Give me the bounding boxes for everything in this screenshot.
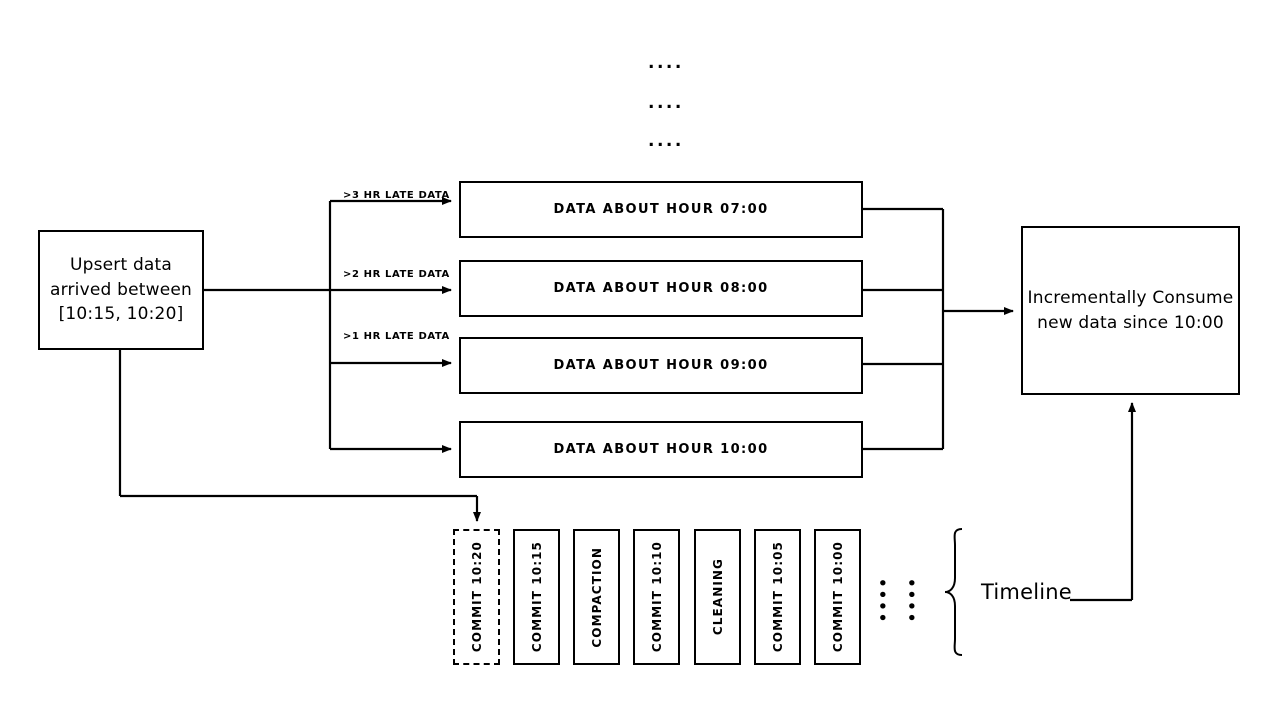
ellipsis-top-2: .... bbox=[648, 93, 684, 113]
consumer-line-2: new data since 10:00 bbox=[1037, 312, 1224, 333]
timeline-item-commit-1005[interactable]: COMMIT 10:05 bbox=[754, 529, 801, 665]
hour-partition-label-10: DATA ABOUT HOUR 10:00 bbox=[553, 442, 769, 457]
consumer-line-1: Incrementally Consume bbox=[1027, 287, 1234, 308]
hour-partition-box-07[interactable]: DATA ABOUT HOUR 07:00 bbox=[459, 181, 863, 238]
timeline-item-cleaning[interactable]: CLEANING bbox=[694, 529, 741, 665]
ellipsis-top-1: .... bbox=[648, 53, 684, 73]
upsert-source-box[interactable]: Upsert data arrived between [10:15, 10:2… bbox=[38, 230, 204, 350]
timeline-item-label: COMMIT 10:05 bbox=[770, 541, 785, 653]
ellipsis-top-3: .... bbox=[648, 131, 684, 151]
hour-partition-box-10[interactable]: DATA ABOUT HOUR 10:00 bbox=[459, 421, 863, 478]
timeline-caption: Timeline bbox=[981, 580, 1072, 604]
edge-label-1hr-late: >1 HR LATE DATA bbox=[343, 331, 450, 342]
hour-partition-box-09[interactable]: DATA ABOUT HOUR 09:00 bbox=[459, 337, 863, 394]
timeline-item-commit-1020[interactable]: COMMIT 10:20 bbox=[453, 529, 500, 665]
edge-label-2hr-late: >2 HR LATE DATA bbox=[343, 269, 450, 280]
upsert-line-2: arrived between bbox=[49, 279, 193, 300]
hour-partition-label-07: DATA ABOUT HOUR 07:00 bbox=[553, 202, 769, 217]
upsert-line-1: Upsert data bbox=[69, 255, 173, 276]
timeline-item-label: COMMIT 10:20 bbox=[469, 541, 484, 653]
timeline-ellipsis-1: •••• bbox=[873, 578, 891, 625]
upsert-line-3: [10:15, 10:20] bbox=[58, 304, 184, 325]
timeline-item-commit-1010[interactable]: COMMIT 10:10 bbox=[633, 529, 680, 665]
hour-partition-label-09: DATA ABOUT HOUR 09:00 bbox=[553, 358, 769, 373]
timeline-item-commit-1015[interactable]: COMMIT 10:15 bbox=[513, 529, 560, 665]
hour-partition-box-08[interactable]: DATA ABOUT HOUR 08:00 bbox=[459, 260, 863, 317]
timeline-item-label: COMMIT 10:15 bbox=[529, 541, 544, 653]
timeline-item-label: COMPACTION bbox=[589, 546, 604, 648]
timeline-brace bbox=[944, 528, 963, 656]
timeline-item-compaction[interactable]: COMPACTION bbox=[573, 529, 620, 665]
timeline-item-label: CLEANING bbox=[710, 558, 725, 636]
timeline-item-commit-1000[interactable]: COMMIT 10:00 bbox=[814, 529, 861, 665]
timeline-item-label: COMMIT 10:00 bbox=[830, 541, 845, 653]
hour-partition-label-08: DATA ABOUT HOUR 08:00 bbox=[553, 281, 769, 296]
timeline-item-label: COMMIT 10:10 bbox=[649, 541, 664, 653]
timeline-ellipsis-2: •••• bbox=[902, 578, 920, 625]
incremental-consumer-box[interactable]: Incrementally Consume new data since 10:… bbox=[1021, 226, 1240, 395]
edge-label-3hr-late: >3 HR LATE DATA bbox=[343, 190, 450, 201]
